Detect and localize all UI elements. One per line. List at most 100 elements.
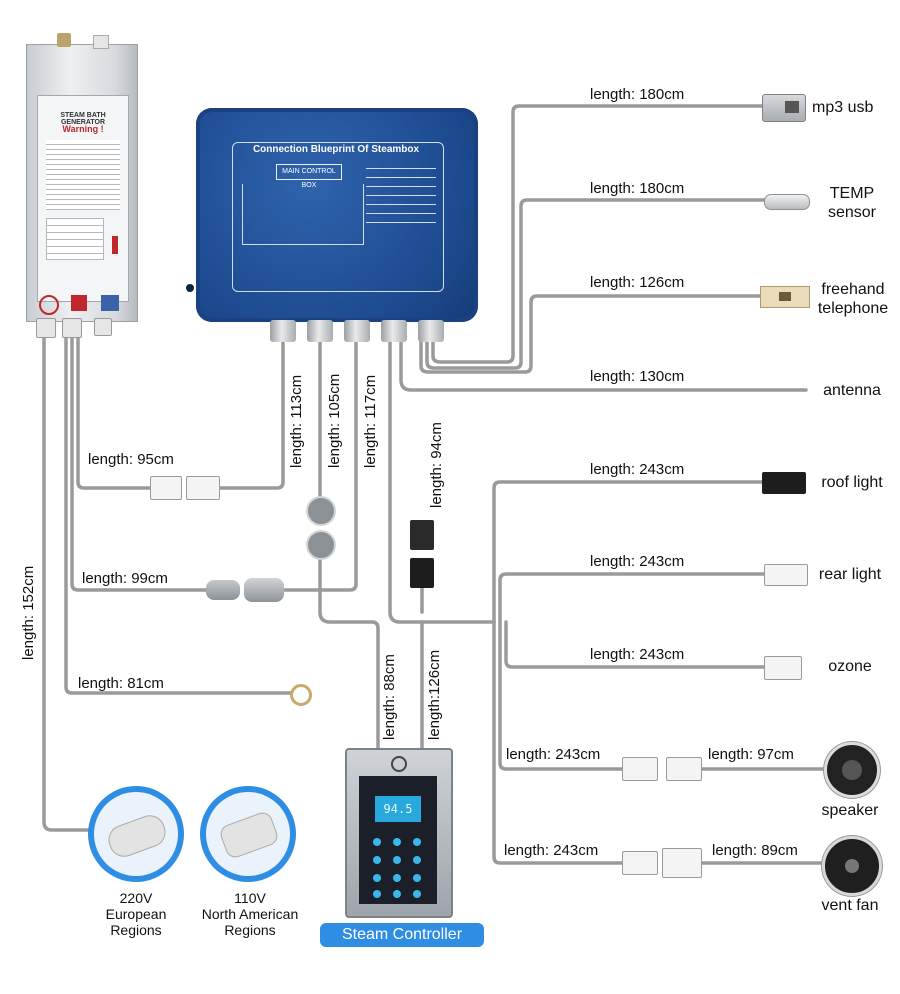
controller-key [373, 838, 381, 846]
drain-icon [101, 295, 119, 311]
cable-mp3-usb [431, 104, 764, 364]
length-fan-b: length: 89cm [712, 842, 798, 859]
device-vent-fan: vent fan [821, 897, 879, 914]
steam-controller-label: Steam Controller [320, 923, 484, 947]
device-speaker: speaker [821, 802, 879, 819]
steam-controller: 94.5 [345, 748, 453, 918]
cable-gland [418, 320, 444, 342]
device-ozone: ozone [828, 658, 872, 675]
cable-81 [64, 333, 292, 695]
round-plug-icon [244, 578, 284, 602]
ring-terminal-icon [290, 684, 312, 706]
device-temp-line1: TEMP [829, 185, 875, 202]
us-plug-region-2: Regions [224, 922, 276, 938]
controller-display: 94.5 [375, 796, 421, 822]
generator-gland [62, 318, 82, 338]
cable-gland [381, 320, 407, 342]
cable-ozone [504, 620, 766, 669]
blueprint-panel [232, 142, 444, 292]
length-mp3-usb: length: 180cm [590, 86, 685, 103]
power-button-icon [391, 756, 407, 772]
eu-plug-region-2: Regions [110, 922, 162, 938]
device-mp3-usb: mp3 usb [812, 99, 874, 116]
cable-88 [318, 553, 380, 750]
cable-antenna [399, 333, 808, 392]
generator-text-lines [46, 140, 120, 210]
length-117: length: 117cm [362, 374, 379, 468]
length-fan-a: length: 243cm [504, 842, 599, 859]
length-ozone: length: 243cm [590, 646, 685, 663]
cable-117 [283, 338, 358, 592]
length-126: length:126cm [426, 649, 443, 740]
cable-telephone [419, 294, 762, 374]
device-rear-light: rear light [818, 566, 882, 583]
generator-indicator [112, 236, 118, 254]
length-105: length: 105cm [326, 373, 343, 468]
cable-gland [344, 320, 370, 342]
controller-key [373, 856, 381, 864]
cable-152 [42, 333, 98, 832]
controller-key [393, 874, 401, 882]
device-telephone-line2: telephone [817, 300, 889, 317]
length-telephone: length: 126cm [590, 274, 685, 291]
device-temp-line2: sensor [827, 204, 877, 221]
generator-top-fitting [57, 33, 71, 47]
telephone-jack-icon [760, 286, 810, 308]
connector-95cm-icon [186, 476, 220, 500]
controller-key [413, 874, 421, 882]
generator-top-fitting [93, 35, 109, 49]
fan-connector-icon [662, 848, 702, 878]
cable-gland [270, 320, 296, 342]
length-speaker-a: length: 243cm [506, 746, 601, 763]
cable-95 [76, 333, 152, 490]
controller-key [393, 890, 401, 898]
controller-key [413, 856, 421, 864]
us-plug-region-1: North American [201, 906, 299, 922]
temp-sensor-icon [764, 194, 810, 210]
main-control-box-label: MAIN CONTROL BOX [276, 164, 342, 189]
length-113: length: 113cm [288, 374, 305, 468]
usb-connector-icon [762, 94, 806, 122]
steam-generator: STEAM BATH GENERATOR Warning ! [26, 33, 138, 322]
rear-light-connector-icon [764, 564, 808, 586]
length-152: length: 152cm [20, 565, 37, 660]
us-plug-voltage: 110V [234, 890, 266, 906]
round-connector-icon [306, 496, 336, 526]
spec-lines [366, 160, 436, 224]
controller-screen: 94.5 [359, 776, 437, 904]
length-rear-light: length: 243cm [590, 553, 685, 570]
length-speaker-b: length: 97cm [708, 746, 794, 763]
vent-fan-icon [822, 836, 882, 896]
connector-94cm-icon [410, 558, 434, 588]
blueprint-title: Connection Blueprint Of Steambox [252, 144, 420, 155]
length-88: length: 88cm [381, 654, 398, 740]
device-antenna: antenna [823, 382, 881, 399]
speaker-connector-icon [666, 757, 702, 781]
controller-key [393, 838, 401, 846]
round-connector-icon [306, 530, 336, 560]
device-roof-light: roof light [821, 474, 883, 491]
speaker-connector-icon [622, 757, 658, 781]
generator-gland [94, 318, 112, 336]
cable-fan [492, 620, 624, 865]
generator-label-title: STEAM BATH GENERATOR [60, 112, 106, 126]
main-control-box: Connection Blueprint Of Steambox MAIN CO… [186, 108, 478, 322]
hot-warning-icon [71, 295, 87, 311]
length-roof-light: length: 243cm [590, 461, 685, 478]
us-plug-icon [200, 786, 296, 882]
generator-warning: Warning ! [62, 124, 104, 134]
length-99: length: 99cm [82, 570, 168, 587]
controller-key [413, 890, 421, 898]
fan-connector-icon [622, 851, 658, 875]
controller-key [373, 890, 381, 898]
cable-99 [70, 333, 208, 592]
round-plug-icon [206, 580, 240, 600]
ozone-connector-icon [764, 656, 802, 680]
cable-rear-light [498, 572, 766, 624]
no-touch-icon [39, 295, 59, 315]
eu-plug-voltage: 220V [119, 890, 153, 906]
speaker-icon [824, 742, 880, 798]
length-94: length: 94cm [428, 422, 445, 508]
eu-plug-region-1: European [105, 906, 167, 922]
